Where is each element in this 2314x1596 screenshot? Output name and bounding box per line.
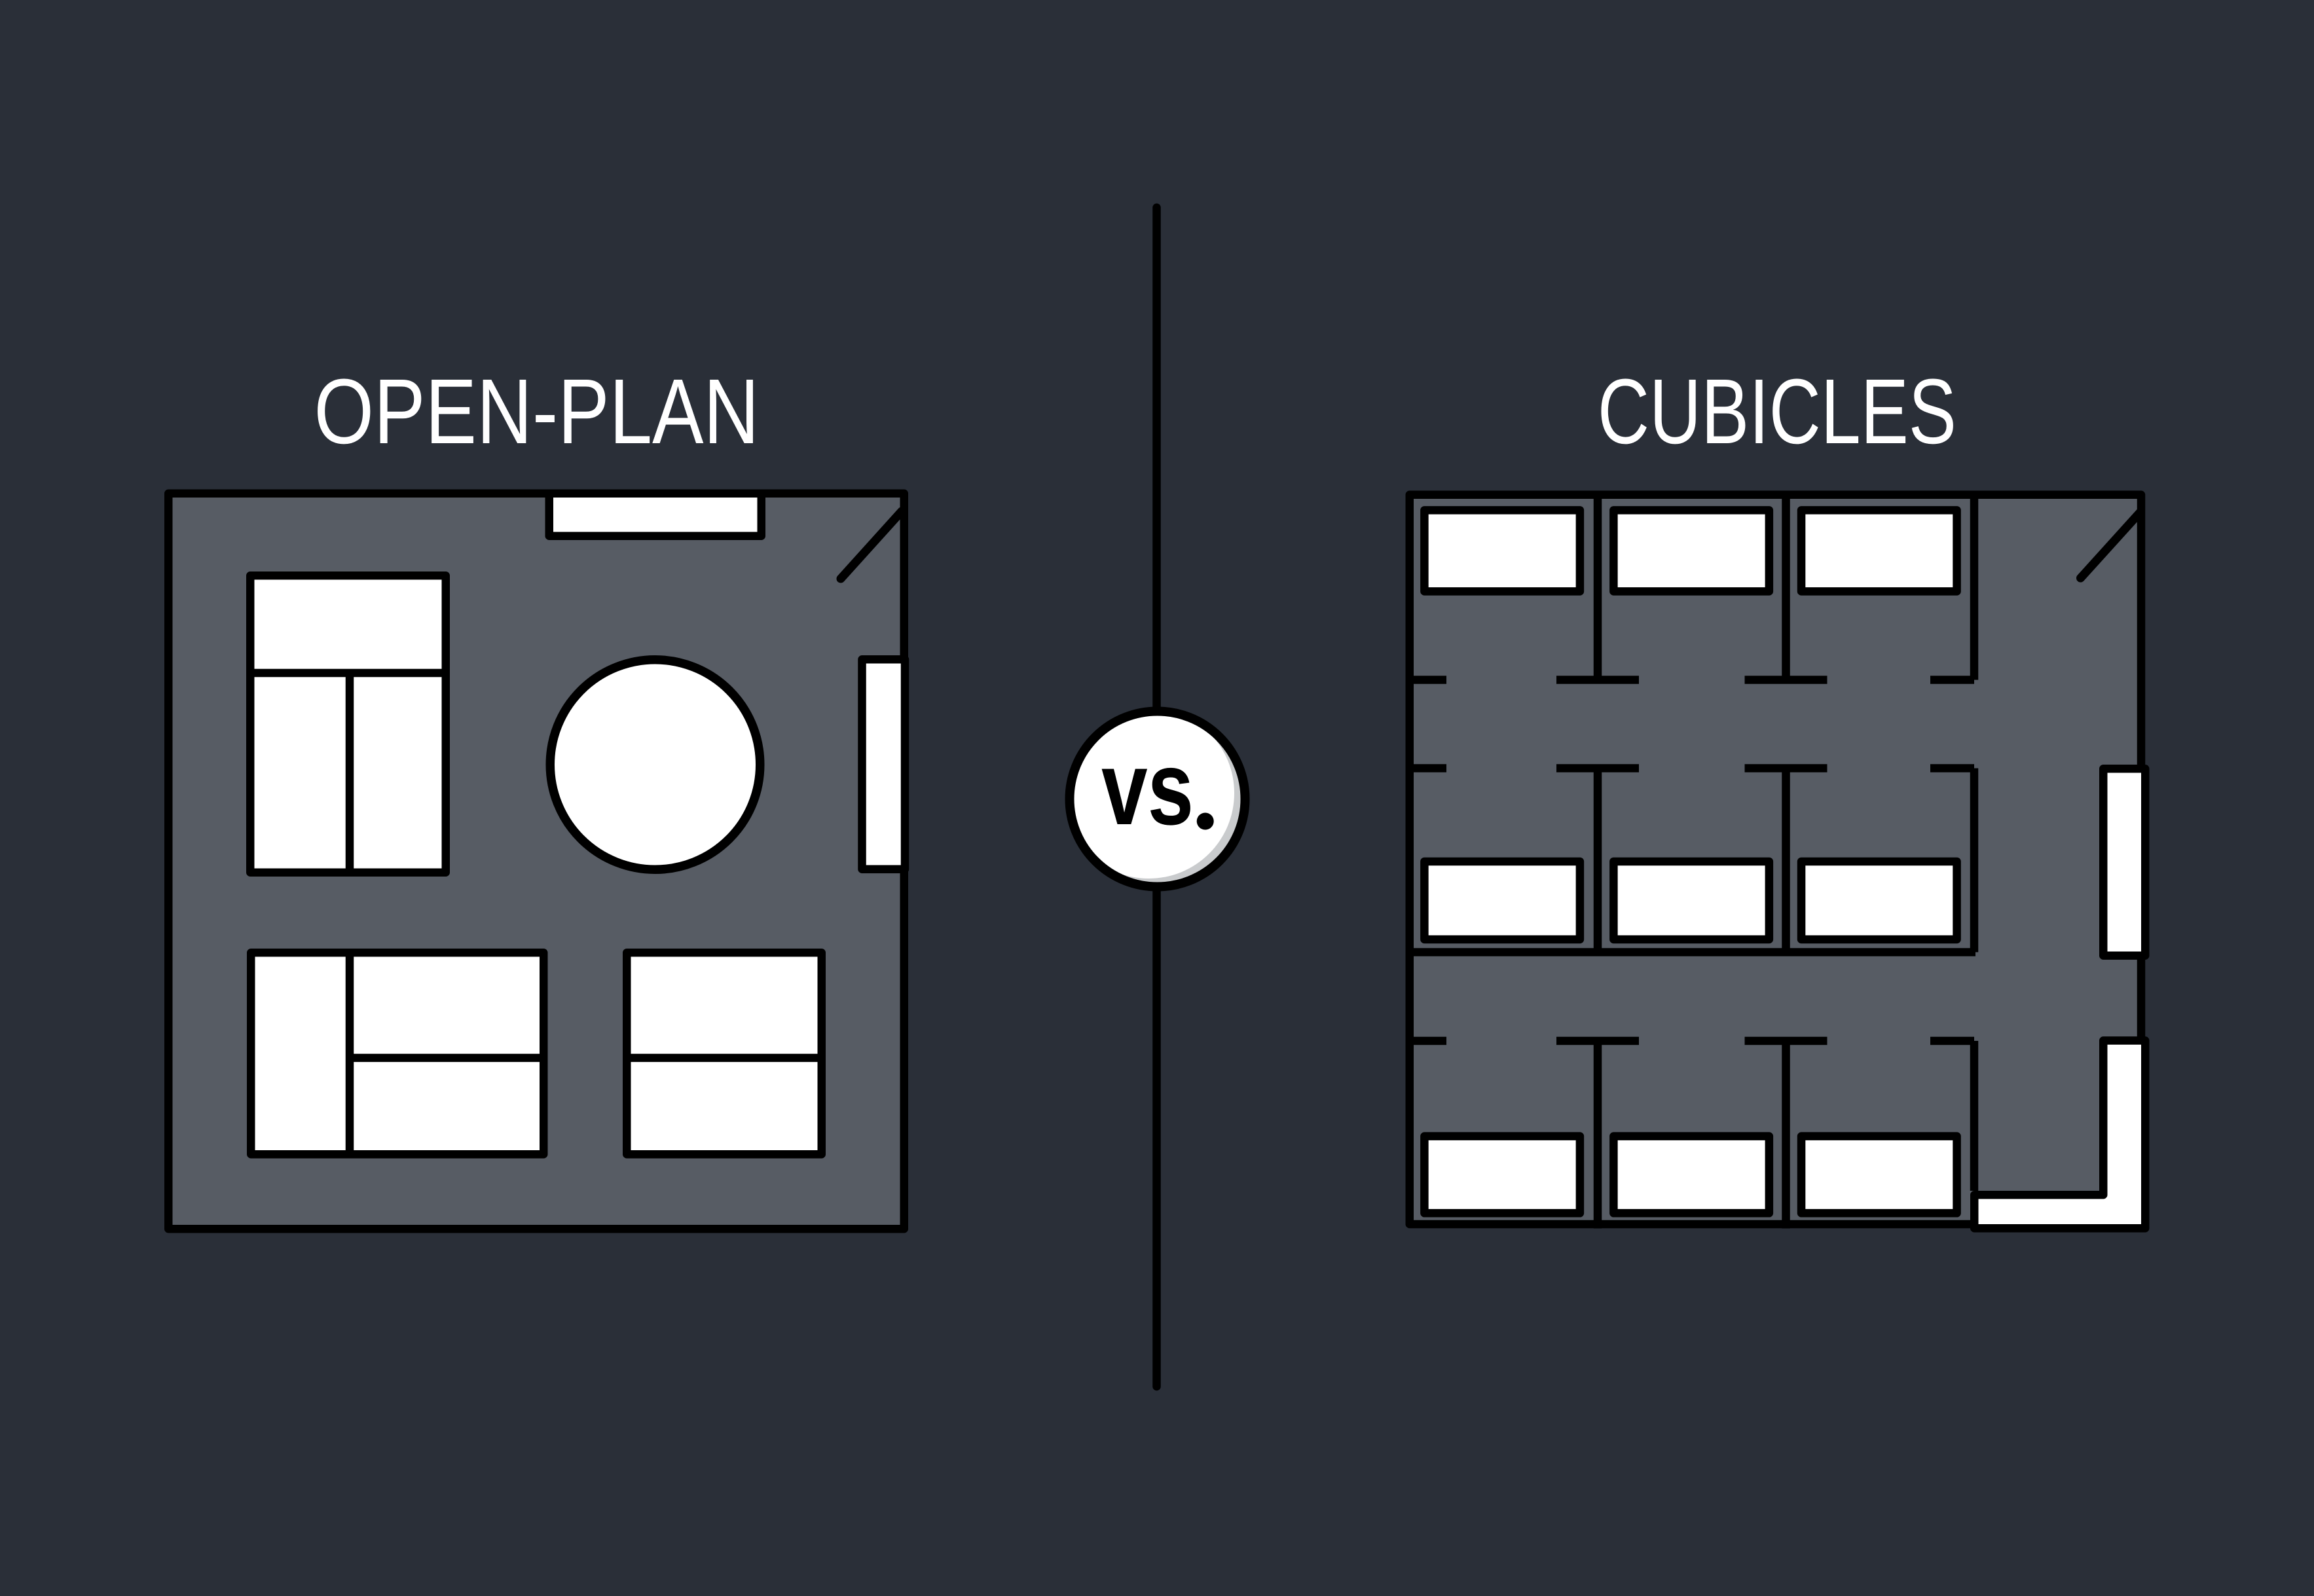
svg-text:vs: vs bbox=[1101, 729, 1194, 846]
svg-text:CUBICLES: CUBICLES bbox=[1598, 359, 1956, 463]
svg-text:OPEN-PLAN: OPEN-PLAN bbox=[314, 359, 760, 463]
